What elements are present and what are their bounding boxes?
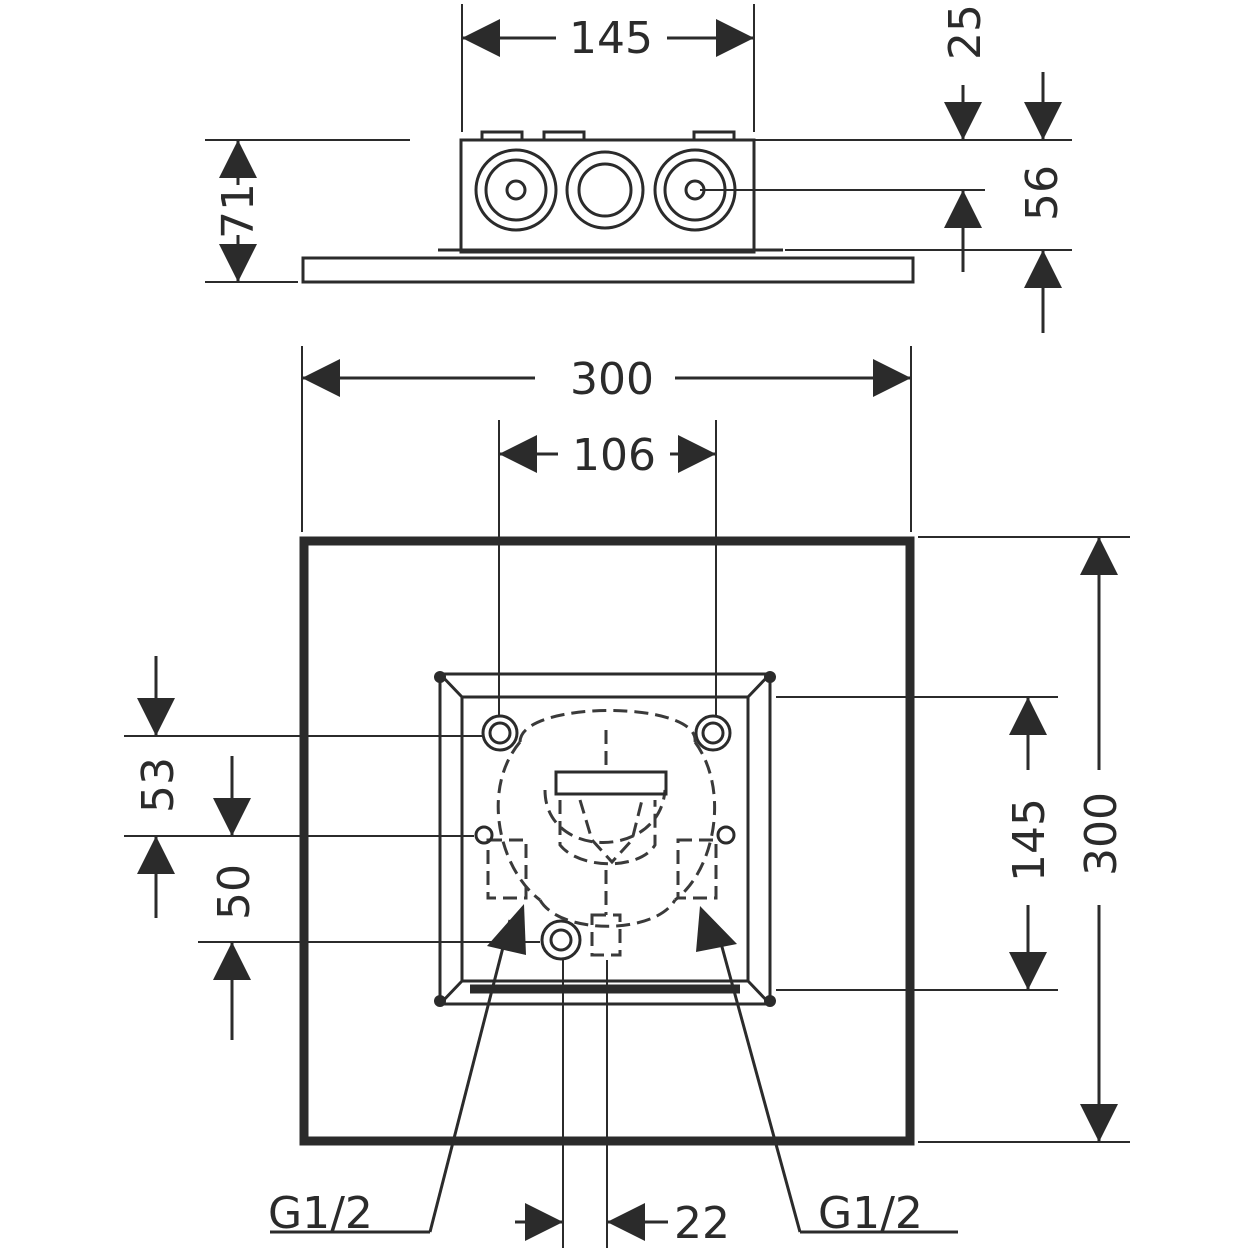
outlet-hole [540, 919, 582, 961]
side-middle-connector [565, 150, 645, 230]
dimension-106: 106 [498, 420, 717, 716]
side-base-plate [301, 256, 915, 284]
plan-inner-frame-outer [438, 672, 772, 1006]
mounting-hole-left [481, 714, 519, 752]
dimension-53: 53 [124, 656, 482, 918]
dimension-145-top: 145 [461, 4, 755, 132]
dim-71-label: 71 [213, 183, 264, 239]
plan-view: 300 106 300 [124, 346, 1130, 1249]
dim-56-label: 56 [1017, 165, 1068, 221]
dim-145-vertical-label: 145 [1004, 798, 1055, 882]
dim-145-top-label: 145 [569, 13, 653, 64]
thread-leader-left: G1/2 [268, 904, 526, 1239]
dimension-300-horizontal: 300 [301, 346, 912, 532]
dimension-56: 56 [700, 72, 1072, 333]
plan-inner-frame-inner [460, 695, 750, 983]
side-left-connector [474, 148, 558, 232]
dimension-71: 71 [205, 139, 410, 283]
dimension-145-vertical: 145 [776, 696, 1058, 991]
dim-22-label: 22 [674, 1198, 730, 1249]
dim-300-vertical-label: 300 [1076, 792, 1127, 876]
dim-106-label: 106 [572, 430, 656, 481]
side-view: 145 71 25 56 [205, 4, 1072, 333]
dim-53-label: 53 [133, 757, 184, 813]
side-tab [542, 130, 586, 142]
thread-leader-right: G1/2 [696, 906, 958, 1239]
dim-300-horizontal-label: 300 [570, 354, 654, 405]
thread-label-left: G1/2 [268, 1188, 373, 1239]
dim-50-label: 50 [209, 864, 260, 920]
side-tab [480, 130, 524, 142]
mounting-hole-right [694, 714, 732, 752]
side-tab [692, 130, 736, 142]
dim-25-label: 25 [940, 4, 991, 60]
dimension-300-vertical: 300 [918, 536, 1130, 1143]
side-valve-box [459, 138, 756, 254]
dimension-50: 50 [198, 756, 540, 1040]
hidden-valve-body [474, 709, 736, 957]
dimension-22: 22 [515, 960, 730, 1249]
dimension-25: 25 [754, 4, 1072, 141]
thread-label-right: G1/2 [818, 1188, 923, 1239]
